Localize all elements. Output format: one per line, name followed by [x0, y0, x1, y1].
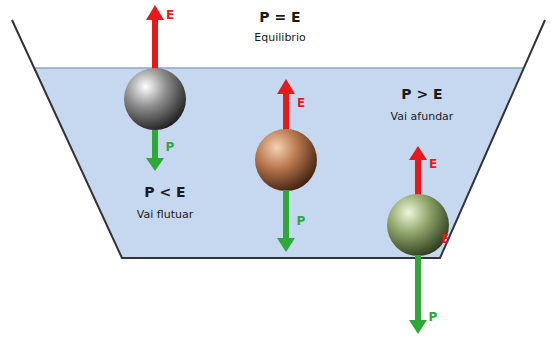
condition-label: P < E	[144, 185, 185, 200]
water-surface	[34, 67, 524, 69]
weight-arrowhead	[409, 320, 427, 334]
equilibrium-sphere	[255, 129, 317, 191]
outcome-label: Vai afundar	[391, 111, 454, 123]
floating-sphere	[124, 68, 186, 130]
buoyancy-arrow	[415, 158, 421, 195]
buoyancy-arrowhead	[277, 79, 295, 94]
weight-arrow	[415, 255, 421, 322]
weight-arrowhead	[277, 238, 295, 252]
outcome-label: Vai flutuar	[137, 209, 193, 221]
buoyancy-arrow	[152, 18, 158, 70]
force-label: P	[166, 141, 175, 154]
force-label: E	[166, 9, 174, 22]
force-label: E	[429, 158, 437, 171]
force-label: P	[297, 215, 306, 228]
force-label: E	[441, 233, 449, 246]
condition-label: P > E	[401, 87, 442, 102]
weight-arrowhead	[146, 158, 164, 171]
buoyancy-arrowhead	[409, 146, 427, 160]
sinking-sphere	[387, 194, 449, 256]
container-outline	[12, 20, 545, 258]
weight-arrow	[283, 190, 289, 240]
buoyancy-arrowhead	[146, 5, 164, 20]
force-label: P	[429, 311, 438, 324]
water	[34, 68, 524, 258]
outcome-label: Equilibrio	[254, 32, 305, 44]
force-label: E	[297, 97, 305, 110]
buoyancy-arrow	[283, 92, 289, 130]
weight-arrow	[152, 130, 158, 160]
condition-label: P = E	[259, 10, 300, 25]
